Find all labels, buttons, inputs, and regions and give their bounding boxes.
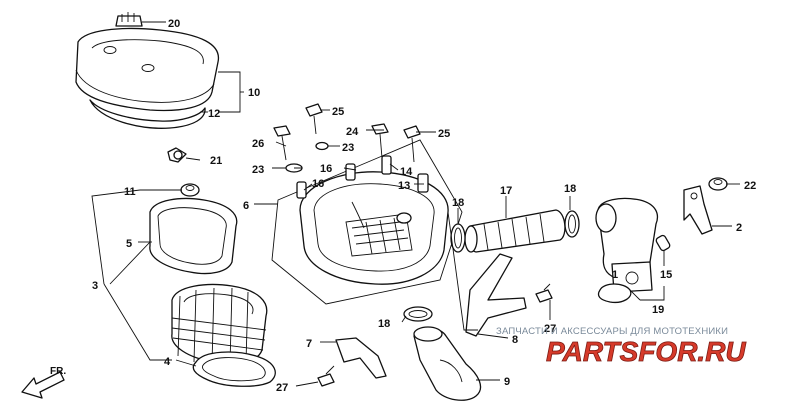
bolt-25-right (403, 125, 421, 163)
callout-27-upper: 27 (544, 323, 556, 335)
collar-14 (381, 155, 392, 175)
bolt-26 (273, 125, 291, 161)
callout-16-mid: 16 (320, 163, 332, 175)
washer-23-right (315, 141, 329, 151)
callout-3: 3 (92, 280, 98, 292)
callout-4: 4 (164, 356, 171, 368)
callout-25-upper: 25 (332, 106, 344, 118)
callout-9: 9 (504, 376, 510, 388)
watermark: ЗАПЧАСТИ И АКСЕССУАРЫ ДЛЯ МОТОТЕХНИКИ PA… (496, 326, 747, 367)
callout-23-left: 23 (252, 164, 264, 176)
bolt-27-lower (317, 365, 335, 387)
callout-18-lower: 18 (378, 318, 390, 330)
pin (655, 234, 671, 252)
collar-13 (417, 173, 429, 193)
o-ring (597, 283, 632, 304)
callout-24: 24 (346, 126, 359, 138)
collar-16-mid (345, 163, 356, 181)
duct-bracket (683, 185, 713, 235)
callout-6: 6 (243, 200, 249, 212)
cover-seal (89, 99, 206, 129)
grommet (180, 183, 200, 197)
callout-7: 7 (306, 338, 312, 350)
watermark-logo: PARTSFOR.RU (546, 336, 746, 367)
callout-13: 13 (398, 180, 410, 192)
mount-bracket-7 (335, 337, 387, 379)
callout-11: 11 (124, 186, 136, 198)
callout-17: 17 (500, 185, 512, 197)
callout-21: 21 (210, 155, 222, 167)
bolt-25-upper (305, 103, 323, 135)
filter-element (171, 283, 268, 365)
callout-25-right: 25 (438, 128, 450, 140)
callout-15: 15 (660, 269, 672, 281)
connecting-tube (464, 209, 566, 253)
callout-26: 26 (252, 138, 264, 150)
callout-20: 20 (168, 18, 180, 30)
inlet-duct (595, 197, 659, 293)
callout-10: 10 (248, 87, 260, 99)
tube-clamp-right (564, 210, 580, 238)
callout-22: 22 (744, 180, 756, 192)
wing-nut (167, 147, 187, 163)
front-direction-label: FR. (50, 366, 66, 377)
callout-18-right: 18 (564, 183, 576, 195)
callout-8: 8 (512, 334, 518, 346)
callout-19: 19 (652, 304, 664, 316)
callout-18-left: 18 (452, 197, 464, 209)
callout-5: 5 (126, 238, 132, 250)
callout-1: 1 (612, 269, 618, 281)
intake-elbow (413, 326, 482, 401)
front-direction-arrow: FR. (21, 366, 66, 399)
callout-labels: 20 10 12 25 24 25 26 23 23 21 16 16 14 1… (92, 18, 756, 394)
bolt-24 (371, 123, 389, 159)
air-cleaner-housing (299, 171, 449, 285)
collar-16-left (296, 181, 307, 199)
callout-27-lower: 27 (276, 382, 288, 394)
callout-23-right: 23 (342, 142, 354, 154)
callout-12: 12 (208, 108, 220, 120)
grommet-22 (708, 177, 728, 191)
stay-bracket (465, 253, 527, 337)
bolt-27-upper (535, 283, 553, 303)
air-cleaner-cover (75, 27, 220, 112)
filter-screen (149, 197, 238, 275)
leader-lines (91, 21, 740, 387)
callout-16-left: 16 (312, 178, 324, 190)
callout-2: 2 (736, 222, 742, 234)
filter-gasket (192, 351, 276, 387)
watermark-caption: ЗАПЧАСТИ И АКСЕССУАРЫ ДЛЯ МОТОТЕХНИКИ (496, 326, 728, 337)
tube-clamp-lower (403, 306, 433, 322)
cover-clip (115, 12, 143, 27)
callout-14: 14 (400, 166, 413, 178)
